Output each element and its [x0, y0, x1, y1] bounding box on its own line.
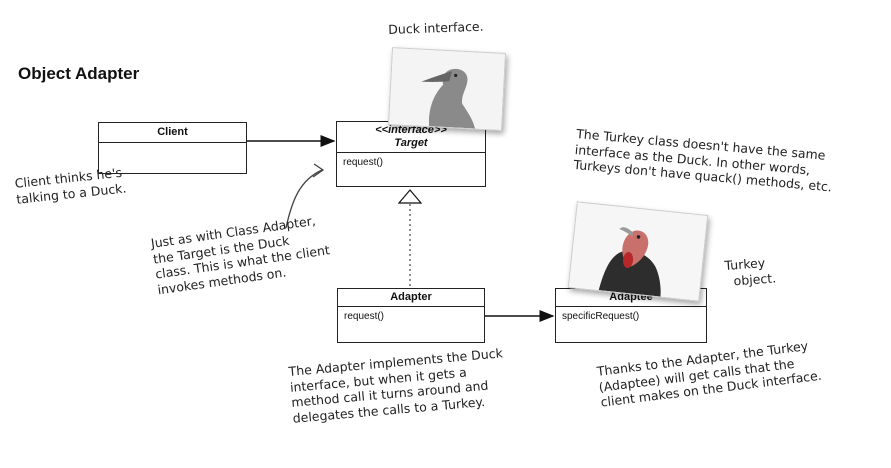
diagram-title: Object Adapter: [18, 64, 140, 83]
client-box-name: Client: [99, 123, 246, 143]
target-method: request(): [343, 157, 384, 168]
duck-photo-icon: [389, 48, 505, 130]
target-box: <<interface>> Target request(): [336, 121, 486, 187]
adaptee-method: specificRequest(): [562, 311, 640, 322]
turkey-photo: [567, 201, 709, 302]
pointer-arrow-target: [285, 169, 323, 229]
note-duck-interface: Duck interface.: [388, 18, 484, 37]
target-name: Target: [394, 137, 428, 149]
adapter-box: Adapter request(): [337, 288, 485, 343]
adapter-method: request(): [344, 311, 385, 322]
duck-photo: [388, 47, 506, 131]
adapter-box-name: Adapter: [338, 289, 484, 307]
client-box: Client: [98, 122, 247, 174]
turkey-photo-icon: [568, 202, 708, 301]
note-turkey-object: Turkey object.: [724, 255, 777, 288]
realization-arrowhead: [397, 189, 423, 204]
